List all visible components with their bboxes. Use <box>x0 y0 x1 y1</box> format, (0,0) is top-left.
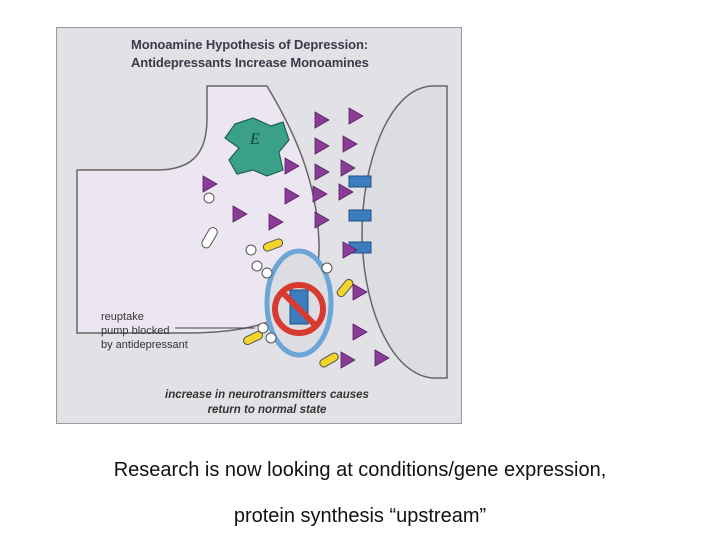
enzyme-blob <box>224 117 290 177</box>
neurotransmitter <box>232 205 248 223</box>
figure-title-line1: Monoamine Hypothesis of Depression: <box>131 37 369 52</box>
figure-caption-line2: return to normal state <box>207 404 327 416</box>
transporter-capsule <box>319 352 339 368</box>
neurotransmitter <box>374 349 390 367</box>
no-entry-sign <box>272 282 326 336</box>
transporter-group <box>201 192 354 368</box>
neurotransmitter <box>342 241 358 259</box>
vesicle <box>321 262 333 274</box>
transporter-capsule <box>201 227 218 249</box>
neurotransmitter <box>314 163 330 181</box>
synapse-illustration <box>76 85 448 379</box>
slide-text-line1: Research is now looking at conditions/ge… <box>113 459 607 481</box>
vesicle <box>245 244 257 256</box>
vesicle <box>265 332 277 344</box>
postsynaptic-neuron <box>361 85 448 379</box>
vesicle <box>261 267 273 279</box>
neurotransmitter <box>314 111 330 129</box>
diagram-figure: Monoamine Hypothesis of Depression: Anti… <box>56 27 462 424</box>
neurotransmitter <box>312 185 328 203</box>
neurotransmitter <box>340 351 356 369</box>
neurotransmitter <box>314 211 330 229</box>
receptor <box>348 209 372 222</box>
neurotransmitter <box>202 175 218 193</box>
pump-label-line3: by antidepressant <box>101 339 188 351</box>
neurotransmitter <box>338 183 354 201</box>
transporter-capsule <box>243 330 263 346</box>
transporter-capsule <box>336 278 354 298</box>
neurotransmitter <box>284 187 300 205</box>
neurotransmitter <box>284 157 300 175</box>
neurotransmitter <box>348 107 364 125</box>
neurotransmitter <box>352 283 368 301</box>
figure-caption-line1: increase in neurotransmitters causes <box>165 389 369 401</box>
neurotransmitter <box>352 323 368 341</box>
receptor <box>348 175 372 188</box>
enzyme-label: E <box>250 131 260 148</box>
vesicle <box>257 322 269 334</box>
slide-text-line2: protein synthesis “upstream” <box>233 505 487 527</box>
figure-title-line2: Antidepressants Increase Monoamines <box>131 55 369 70</box>
neurotransmitter <box>268 213 284 231</box>
transporter-capsule <box>262 238 284 252</box>
neurotransmitter <box>340 159 356 177</box>
vesicle <box>203 192 215 204</box>
pump-label-line2: pump blocked <box>101 325 170 337</box>
neurotransmitter-group <box>202 107 390 369</box>
vesicle <box>251 260 263 272</box>
neurotransmitter <box>314 137 330 155</box>
neurotransmitter <box>342 135 358 153</box>
pump-label-line1: reuptake <box>101 311 144 323</box>
